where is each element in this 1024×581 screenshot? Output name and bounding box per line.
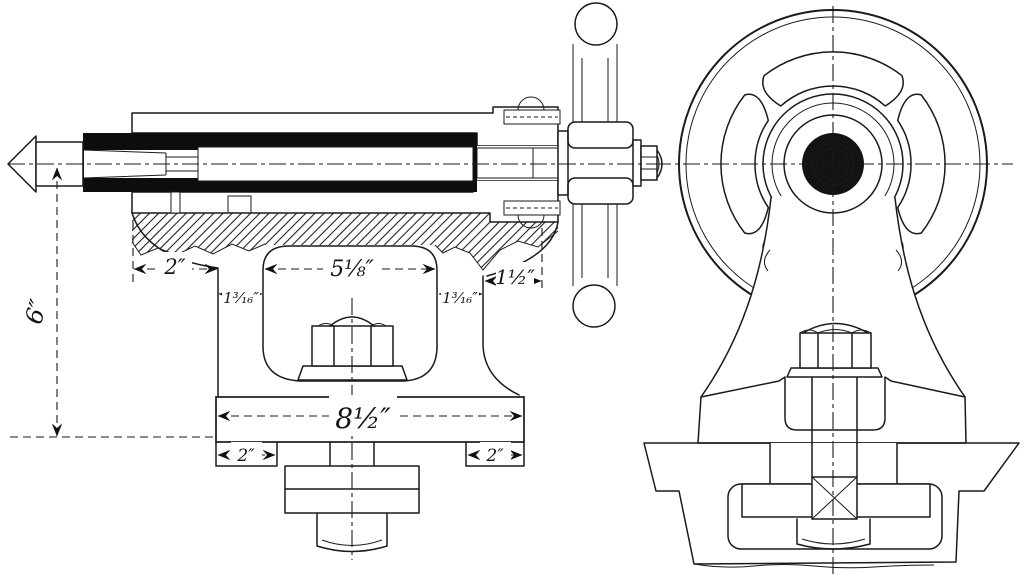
dim-base-length: 8½″ [217,395,523,436]
end-base [697,376,967,444]
dim-label: 1³⁄₁₆″ [442,289,478,307]
dim-label: 8½″ [335,402,391,435]
dim-overhang-left: 2″ [133,252,218,279]
gib-screw-bottom [503,200,561,229]
side-view [7,2,670,560]
bed-clamp [727,442,943,550]
spoke-cutout-top [762,51,904,107]
dim-center-height: 6″ [18,167,63,437]
dim-web-left: 1³⁄₁₆″ [218,282,263,307]
end-view [643,6,1020,574]
gib-pin [170,191,181,214]
dim-screw-length: 5⅛″ [264,250,436,282]
dim-base-foot-left: 2″ [217,442,276,466]
spoke-cutout-right [896,93,946,235]
dim-label: 5⅛″ [330,257,374,282]
dim-overhang-right: 1½″ [484,262,542,289]
dim-web-right: 1³⁄₁₆″ [438,282,483,307]
key-block [227,195,252,214]
bolt-head [796,518,871,550]
lathe-bed [643,442,1020,569]
dim-label: 2″ [485,446,504,466]
spoke-cutout-left [720,93,770,235]
dim-base-foot-right: 2″ [467,442,523,466]
dim-label: 1½″ [495,265,535,289]
dim-label: 1³⁄₁₆″ [223,289,259,307]
dim-label: 2″ [163,255,185,279]
end-clamp-nut [786,322,883,444]
handwheel-side [557,2,663,328]
dim-label: 2″ [236,446,255,466]
gib-screw-top [503,96,561,125]
dimensions: 2″ 5⅛″ 1³⁄₁₆″ 1³⁄₁₆″ 1½″ 6″ [10,167,543,466]
